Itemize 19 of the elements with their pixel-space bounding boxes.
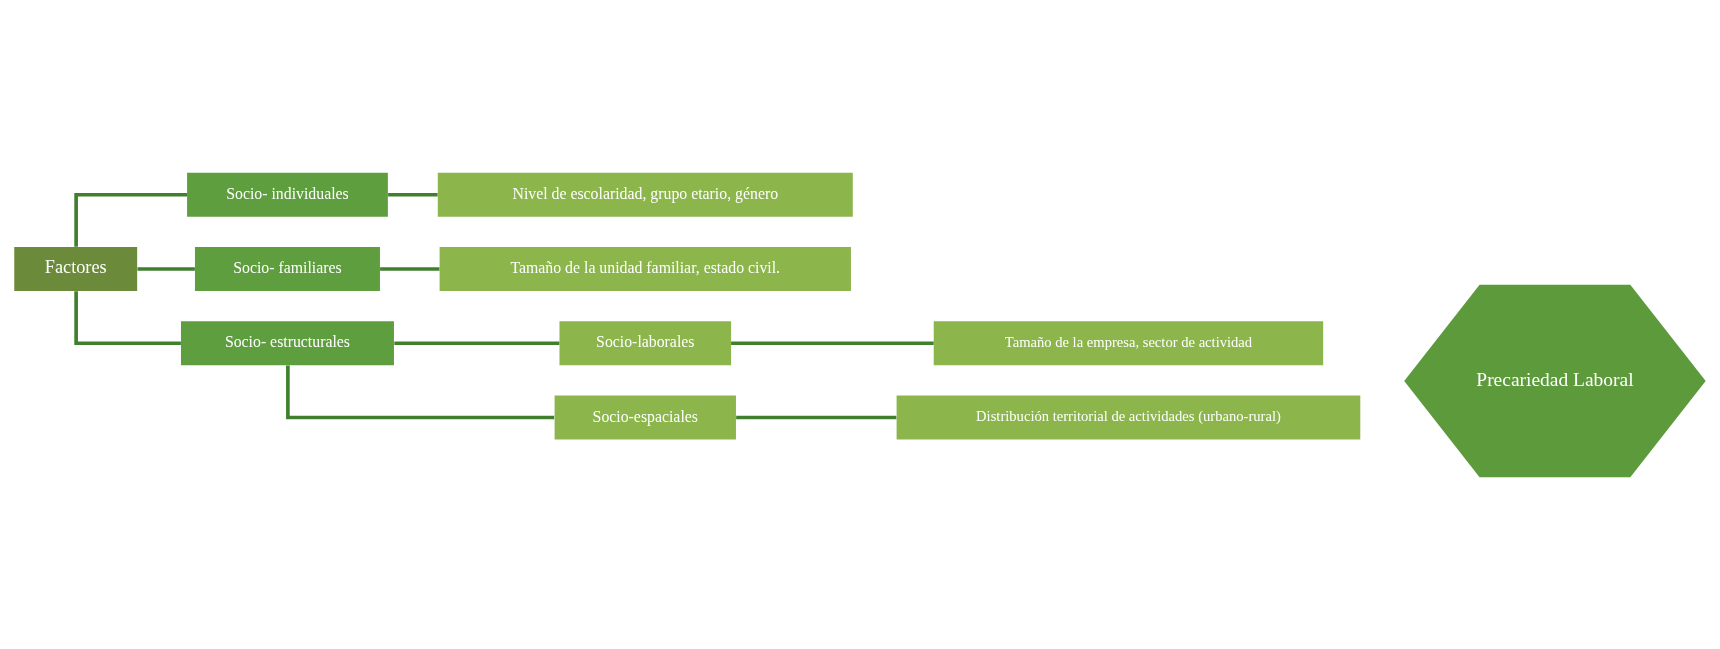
connector (74, 290, 181, 345)
node-box: Socio- estructurales (181, 320, 394, 365)
node-box: Socio- individuales (187, 172, 388, 217)
connector (394, 340, 560, 345)
node-box: Distribución territorial de actividades (urbano-rural) (896, 395, 1361, 439)
connector (388, 192, 438, 197)
connector (731, 340, 934, 345)
node-box: Nivel de escolaridad, grupo etario, género (437, 172, 853, 217)
node-box: Socio- familiares (194, 246, 380, 291)
connector (286, 365, 555, 419)
node-box: Factores (14, 246, 138, 291)
connector (137, 266, 195, 271)
connector (74, 192, 188, 247)
node-box: Tamaño de la unidad familiar, estado civil. (439, 246, 851, 291)
node-box: Socio-espaciales (554, 395, 736, 439)
node-box: Tamaño de la empresa, sector de actividad (933, 320, 1324, 365)
connector (736, 415, 897, 419)
node-box: Socio-laborales (559, 320, 732, 365)
connector (380, 266, 440, 271)
